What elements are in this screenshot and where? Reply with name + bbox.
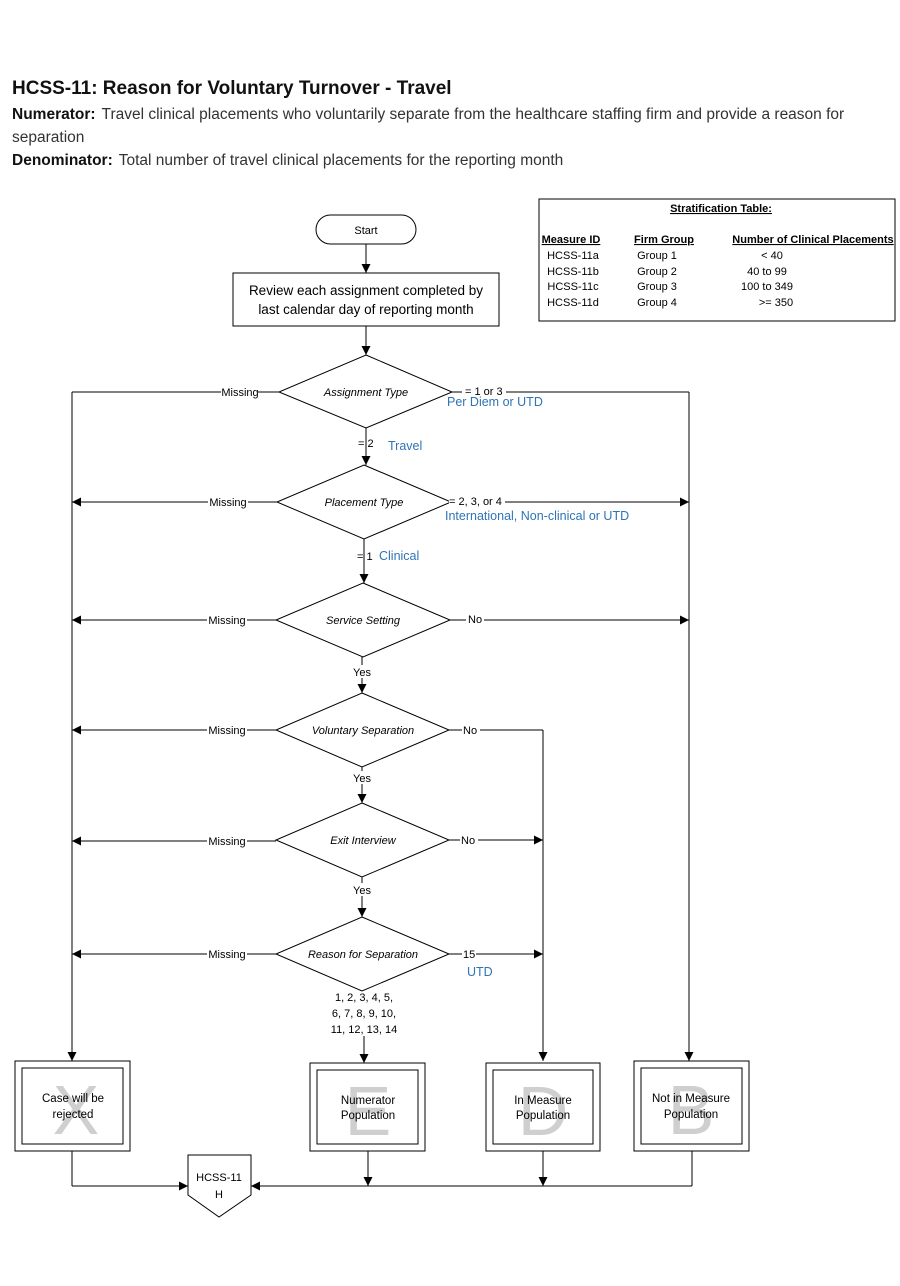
table-cell: Group 3 — [637, 281, 677, 293]
stratification-title: Stratification Table: — [670, 203, 772, 215]
outcome-text-line2: Population — [341, 1110, 395, 1122]
missing-label: Missing — [208, 949, 245, 961]
review-text-line1: Review each assignment completed by — [249, 283, 483, 298]
table-cell: < 40 — [761, 250, 783, 262]
outcome-text-line1: In Measure — [514, 1095, 572, 1107]
reasons-line1: 1, 2, 3, 4, 5, — [335, 992, 393, 1004]
table-cell: HCSS-11b — [547, 266, 599, 278]
decision-exit-interview: Exit Interview — [274, 802, 451, 878]
stratification-table: Stratification Table: Measure ID Firm Gr… — [538, 198, 896, 322]
reasons-line3: 11, 12, 13, 14 — [331, 1024, 397, 1036]
start-label: Start — [354, 225, 377, 237]
decision-label: Reason for Separation — [308, 949, 418, 961]
missing-label: Missing — [208, 725, 245, 737]
outcome-text-line2: Population — [516, 1110, 570, 1122]
watermark-letter: E — [345, 1072, 392, 1150]
outcome-not-in-measure: B Not in Measure Population — [633, 1060, 750, 1152]
outcome-text-line1: Numerator — [341, 1095, 395, 1107]
table-cell: Group 1 — [637, 250, 677, 262]
table-cell: 40 to 99 — [747, 266, 787, 278]
review-text-line2: last calendar day of reporting month — [258, 302, 473, 317]
page-title: HCSS-11: Reason for Voluntary Turnover -… — [12, 78, 452, 99]
annotation-travel: Travel — [388, 439, 422, 453]
table-cell: Group 4 — [637, 297, 677, 309]
outcome-in-measure: D In Measure Population — [485, 1062, 601, 1152]
missing-label: Missing — [208, 615, 245, 627]
decision-label: Exit Interview — [330, 835, 396, 847]
col-header-placements: Number of Clinical Placements — [732, 234, 893, 246]
table-cell: >= 350 — [759, 297, 793, 309]
table-cell: HCSS-11c — [547, 281, 599, 293]
col-header-measure-id: Measure ID — [542, 234, 601, 246]
decision-voluntary-separation: Voluntary Separation — [274, 692, 451, 768]
decision-assignment-type: Assignment Type — [277, 354, 454, 429]
missing-label: Missing — [209, 497, 246, 509]
outcome-text-line1: Case will be — [42, 1093, 104, 1105]
table-cell: HCSS-11d — [547, 297, 599, 309]
start-terminator: Start — [315, 214, 417, 245]
yes-label: Yes — [353, 667, 371, 679]
annotation-utd: UTD — [467, 965, 493, 979]
denominator-line: Denominator: Total number of travel clini… — [12, 149, 892, 172]
watermark-letter: B — [668, 1071, 715, 1149]
outcome-rejected: X Case will be rejected — [14, 1060, 131, 1152]
branch-eq-1-or-3: = 1 or 3 — [465, 386, 503, 398]
branch-eq-2-3-4: = 2, 3, or 4 — [449, 496, 502, 508]
table-cell: HCSS-11a — [547, 250, 600, 262]
decision-label: Voluntary Separation — [312, 725, 414, 737]
connector-line2: H — [215, 1189, 223, 1201]
annotation-per-diem: Per Diem or UTD — [447, 395, 543, 409]
yes-label: Yes — [353, 773, 371, 785]
watermark-letter: X — [53, 1071, 100, 1149]
denominator-label: Denominator: — [12, 152, 113, 169]
table-cell: Group 2 — [637, 266, 677, 278]
decision-label: Service Setting — [326, 615, 401, 627]
no-label: No — [461, 835, 475, 847]
decision-label: Placement Type — [325, 497, 404, 509]
branch-eq-1: = 1 — [357, 551, 373, 563]
no-label: No — [468, 614, 482, 626]
connector-line1: HCSS-11 — [196, 1172, 242, 1184]
annotation-clinical: Clinical — [379, 549, 419, 563]
denominator-text: Total number of travel clinical placemen… — [118, 152, 564, 169]
missing-label: Missing — [208, 836, 245, 848]
outcome-text-line2: Population — [664, 1109, 718, 1121]
yes-label: Yes — [353, 885, 371, 897]
col-header-firm-group: Firm Group — [634, 234, 694, 246]
review-process-box: Review each assignment completed by last… — [232, 272, 500, 327]
decision-reason-for-separation: Reason for Separation — [274, 916, 451, 992]
annotation-international: International, Non-clinical or UTD — [445, 509, 629, 523]
outcome-numerator: E Numerator Population — [309, 1062, 426, 1152]
branch-labels: Missing Missing Missing Missing Missing … — [207, 385, 629, 1036]
branch-eq-2: = 2 — [358, 438, 374, 450]
decision-service-setting: Service Setting — [274, 582, 452, 658]
branch-15: 15 — [463, 949, 475, 961]
outcome-text-line1: Not in Measure — [652, 1093, 730, 1105]
table-cell: 100 to 349 — [741, 281, 793, 293]
numerator-text: Travel clinical placements who voluntari… — [12, 106, 845, 146]
reasons-line2: 6, 7, 8, 9, 10, — [332, 1008, 396, 1020]
decision-label: Assignment Type — [323, 387, 408, 399]
outcome-text-line2: rejected — [53, 1109, 94, 1121]
missing-label: Missing — [221, 387, 258, 399]
header: HCSS-11: Reason for Voluntary Turnover -… — [12, 78, 892, 172]
off-page-connector: HCSS-11 H — [187, 1154, 252, 1218]
watermark-letter: D — [518, 1072, 569, 1150]
numerator-line: Numerator:Travel clinical placements who… — [12, 103, 892, 149]
no-label: No — [463, 725, 477, 737]
decision-placement-type: Placement Type — [275, 464, 453, 540]
numerator-label: Numerator: — [12, 106, 96, 123]
